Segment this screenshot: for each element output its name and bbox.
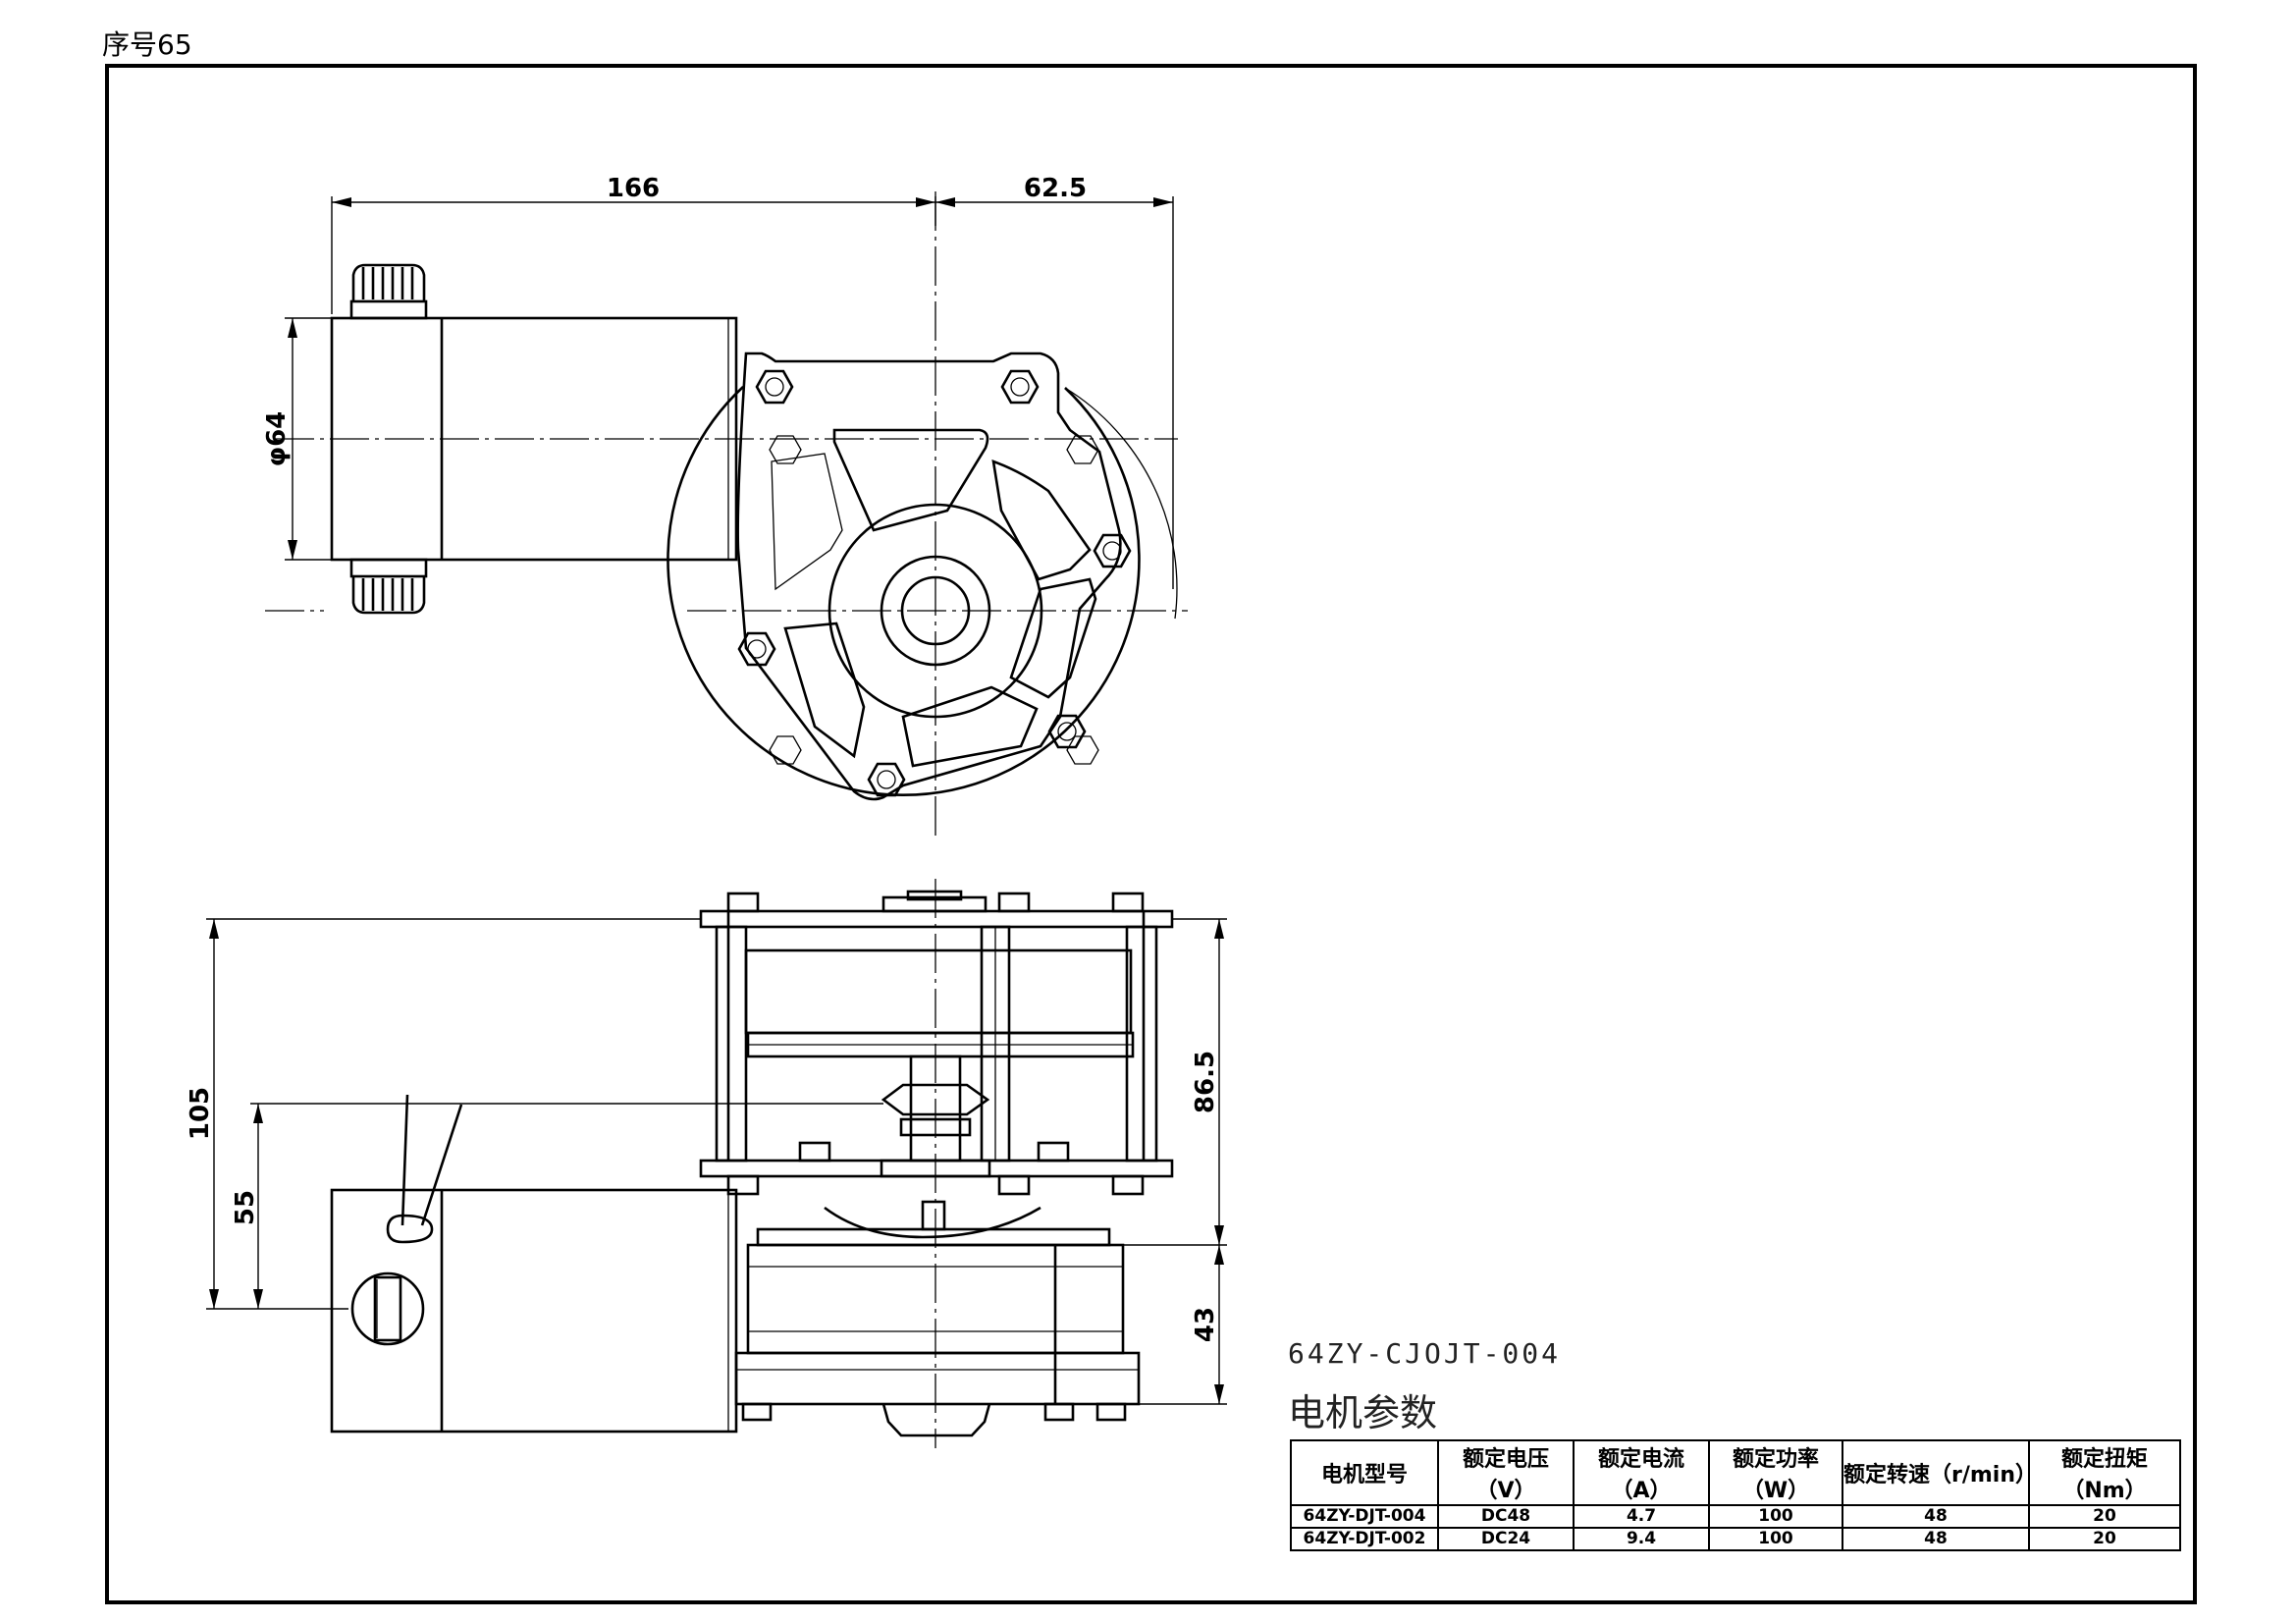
motor-body-side: [330, 1188, 738, 1434]
cell-power: 100: [1708, 1504, 1843, 1529]
brush-cap-slot: [373, 1275, 402, 1342]
lower-frame-plate: [699, 1159, 1174, 1178]
hex-bolt-4: [737, 631, 776, 667]
shaft-gear: [881, 1083, 990, 1116]
side-view: [330, 879, 1174, 1448]
dimensions: 166 62.5 φ64 105 55 86.5 43: [186, 174, 1227, 1405]
cell-model: 64ZY-DJT-002: [1290, 1527, 1439, 1551]
cell-voltage: DC24: [1437, 1527, 1575, 1551]
gearbox-base: [734, 1351, 1141, 1406]
gearbox-housing-outline: [667, 386, 1141, 796]
gearbox-mounting-plate: [736, 352, 1122, 801]
hex-bolt-5: [1047, 714, 1087, 749]
drawing-model-code: 64ZY-CJOJT-004: [1288, 1337, 1562, 1370]
dim-105-label: 105: [186, 1087, 215, 1140]
bottom-boss: [881, 1403, 991, 1437]
header-rated-speed: 额定转速（r/min）: [1842, 1439, 2037, 1506]
frame-bolt-4: [798, 1141, 831, 1163]
cell-torque: 20: [2028, 1527, 2181, 1551]
brush-cap-side: [350, 1271, 425, 1346]
frame-bolt-1: [726, 892, 760, 913]
bottom-nut-3: [1095, 1402, 1127, 1422]
drawing-frame: [105, 64, 2197, 1604]
cutout-window-1: [832, 428, 989, 532]
parameter-table-title: 电机参数: [1288, 1391, 1438, 1434]
top-hub: [881, 895, 988, 913]
cell-current: 9.4: [1573, 1527, 1710, 1551]
frame-bolt-2: [997, 892, 1031, 913]
top-view: [265, 191, 1188, 837]
cutout-window-2: [991, 460, 1092, 581]
dim-43-label: 43: [1191, 1307, 1220, 1342]
brush-cap-upper-base: [349, 299, 428, 320]
standoff-right: [1125, 925, 1158, 1163]
upper-frame-plate: [699, 909, 1174, 929]
serial-number-label: 序号65: [102, 28, 192, 61]
hex-bolt-6: [867, 762, 906, 797]
hex-bolt-2: [1000, 369, 1040, 405]
bottom-nut-1: [741, 1402, 773, 1422]
cell-model: 64ZY-DJT-004: [1290, 1504, 1439, 1529]
cutout-window-5: [783, 622, 866, 759]
cell-speed: 48: [1842, 1527, 2030, 1551]
cell-speed: 48: [1842, 1504, 2030, 1529]
cable-gland: [386, 1214, 434, 1244]
table-header-row: 电机型号 额定电压（V） 额定电流（A） 额定功率（W） 额定转速（r/min）…: [1290, 1439, 2181, 1506]
cell-power: 100: [1708, 1527, 1843, 1551]
brush-cap-lower-base: [349, 558, 428, 578]
dim-86-5-label: 86.5: [1191, 1051, 1220, 1113]
hex-bolt-3: [1093, 533, 1132, 568]
dim-phi64-label: φ64: [262, 411, 292, 467]
cell-current: 4.7: [1573, 1504, 1710, 1529]
header-rated-current: 额定电流（A）: [1573, 1439, 1710, 1506]
bottom-nut-2: [1043, 1402, 1075, 1422]
brush-cap-lower: [351, 576, 426, 615]
dim-166-label: 166: [607, 174, 660, 203]
frame-bolt-5: [1037, 1141, 1070, 1163]
frame-bolt-3: [1111, 892, 1145, 913]
hex-bolt-1: [755, 369, 794, 405]
brush-cap-upper: [351, 263, 426, 301]
cutout-window-3: [1009, 577, 1097, 699]
dim-62-5-label: 62.5: [1024, 174, 1087, 203]
drum-upper: [744, 948, 1133, 1035]
gear-cone: [824, 1206, 1041, 1239]
standoff-left: [715, 925, 748, 1163]
cell-voltage: DC48: [1437, 1504, 1575, 1529]
header-rated-power: 额定功率（W）: [1708, 1439, 1843, 1506]
table-row: 64ZY-DJT-004 DC48 4.7 100 48 20: [1290, 1504, 2181, 1529]
header-rated-voltage: 额定电压（V）: [1437, 1439, 1575, 1506]
dim-55-label: 55: [231, 1190, 260, 1225]
header-model: 电机型号: [1290, 1439, 1439, 1506]
motor-parameter-table: 电机型号 额定电压（V） 额定电流（A） 额定功率（W） 额定转速（r/min）…: [1290, 1439, 2181, 1551]
header-rated-torque: 额定扭矩（Nm）: [2028, 1439, 2181, 1506]
power-cable: [400, 1094, 463, 1226]
table-row: 64ZY-DJT-002 DC24 9.4 100 48 20: [1290, 1527, 2181, 1551]
cutout-window-4: [901, 685, 1039, 768]
cell-torque: 20: [2028, 1504, 2181, 1529]
